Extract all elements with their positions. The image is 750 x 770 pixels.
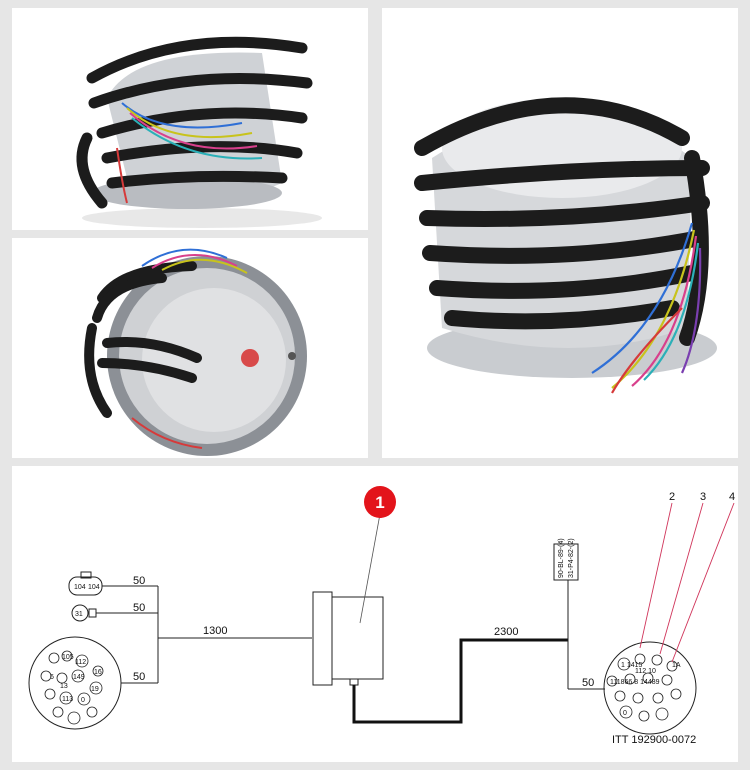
length-label: 50	[133, 575, 145, 587]
pin-label: 104	[88, 584, 100, 591]
pin-label: 1A	[672, 662, 681, 669]
callout-badge	[364, 486, 396, 518]
length-label: 1300	[203, 625, 227, 637]
photo-rear-view	[12, 238, 368, 458]
pin-label: 13	[60, 683, 68, 690]
pin-label: 1 1415	[621, 662, 643, 669]
pin-label: 6	[50, 674, 54, 681]
callout-number: 1	[375, 493, 384, 512]
length-label: 50	[133, 602, 145, 614]
photo-three-quarter-view	[382, 8, 738, 458]
length-label: 50	[582, 677, 594, 689]
pin-label: 105	[62, 654, 74, 661]
part-number: ITT 192900-0072	[612, 734, 696, 746]
pin-label: 104	[74, 584, 86, 591]
tag-line: 31-P4-82-(2)	[568, 538, 575, 578]
pin-label: 0	[623, 710, 627, 717]
tag-line: 90-BL-89-(4)	[558, 538, 565, 578]
pin-label: 111866 8 14489	[610, 679, 660, 686]
wire-tag: 90-BL-89-(4) 31-P4-82-(2)	[553, 538, 579, 581]
connector-round-right: 1 1415 112 10 1A 111866 8 14489 0	[603, 641, 697, 735]
pointer-label: 3	[700, 491, 706, 503]
connector-round-left: 105 6 112 16 13 149 19 0 113	[28, 636, 122, 730]
connector-two-pin: 104 104	[68, 571, 103, 596]
pin-label: 112	[75, 659, 86, 666]
pin-label: 0	[81, 697, 85, 704]
length-label: 2300	[494, 626, 518, 638]
pin-label: 16	[94, 669, 102, 676]
pin-label: 149	[73, 674, 85, 681]
connector-single-pin: 31	[71, 604, 97, 622]
pin-label: 31	[75, 611, 83, 618]
pin-label: 113	[62, 696, 73, 703]
pointer-label: 4	[729, 491, 735, 503]
wiring-diagram: 104 104 31 105 6 112	[12, 466, 738, 762]
pointer-label: 2	[669, 491, 675, 503]
slip-ring-unit	[312, 591, 384, 686]
photo-side-view	[12, 8, 368, 230]
pin-label: 19	[91, 686, 99, 693]
length-label: 50	[133, 671, 145, 683]
pin-label: 112 10	[635, 668, 656, 675]
